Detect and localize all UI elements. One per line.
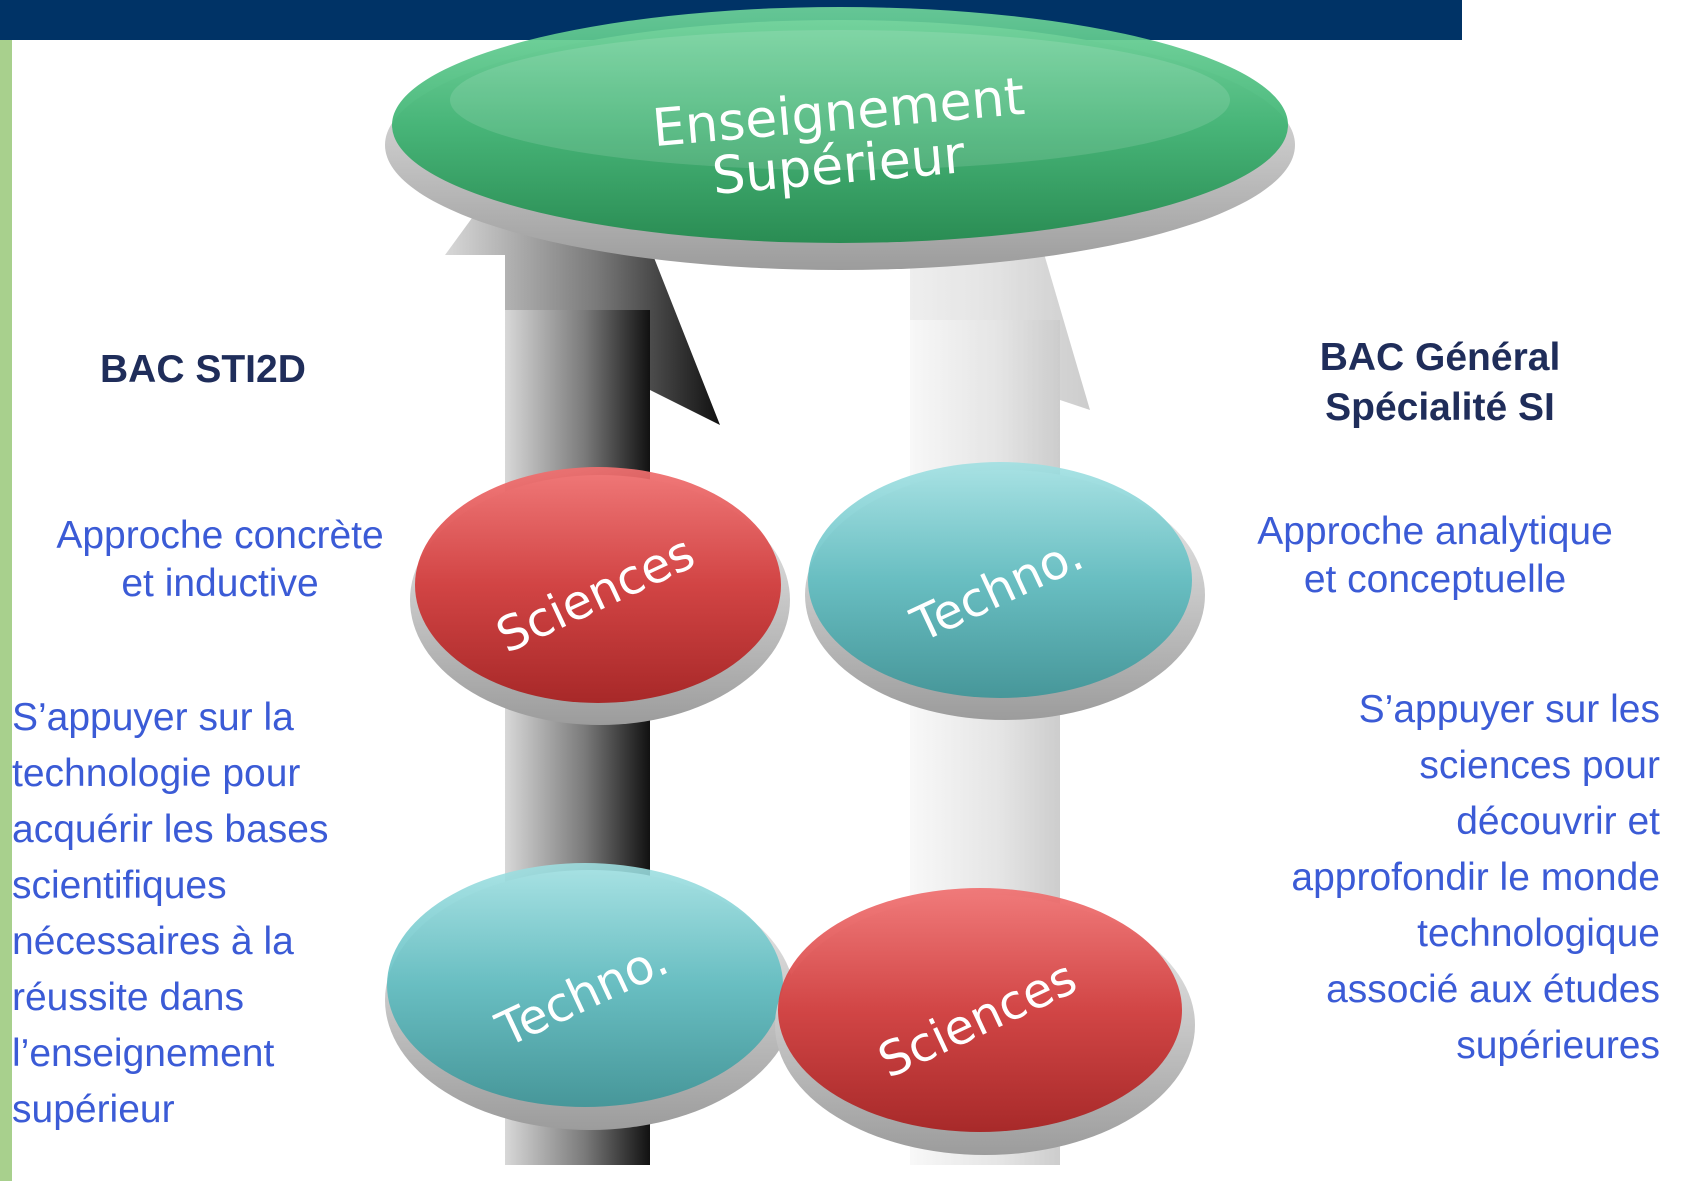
right-heading-line1: BAC Général [1319, 336, 1561, 379]
right-approach-line2: et conceptuelle [1303, 558, 1567, 601]
right-desc-line: supérieures [1456, 1024, 1660, 1067]
right-desc-line: associé aux études [1326, 968, 1660, 1011]
upper-left-sciences-disc: Sciences [410, 467, 790, 725]
left-desc-line: technologie pour [12, 752, 301, 795]
right-track-heading: BAC Général Spécialité SI [1230, 333, 1650, 433]
left-track-heading: BAC STI2D [100, 348, 306, 391]
left-desc-line: S’appuyer sur la [12, 696, 294, 739]
right-approach-text: Approche analytique et conceptuelle [1225, 508, 1645, 604]
left-approach-text: Approche concrète et inductive [10, 512, 430, 608]
left-desc-line: l’enseignement [12, 1032, 275, 1075]
left-desc-line: nécessaires à la [12, 920, 294, 963]
upper-right-techno-disc: Techno. [805, 462, 1205, 720]
side-accent-band [0, 40, 12, 1181]
left-description: S’appuyer sur la technologie pour acquér… [12, 690, 392, 1138]
right-heading-line2: Spécialité SI [1325, 386, 1555, 429]
right-desc-line: S’appuyer sur les [1358, 688, 1660, 731]
left-approach-line2: et inductive [121, 562, 319, 605]
right-desc-line: technologique [1417, 912, 1660, 955]
left-desc-line: scientifiques [12, 864, 227, 907]
right-desc-line: sciences pour [1419, 744, 1660, 787]
right-desc-line: découvrir et [1456, 800, 1660, 843]
right-description: S’appuyer sur les sciences pour découvri… [1160, 682, 1660, 1074]
lower-left-techno-disc: Techno. [385, 863, 795, 1130]
higher-education-disc: Enseignement Supérieur [385, 7, 1295, 270]
right-approach-line1: Approche analytique [1257, 510, 1613, 553]
left-desc-line: supérieur [12, 1088, 175, 1131]
right-desc-line: approfondir le monde [1291, 856, 1660, 899]
left-desc-line: acquérir les bases [12, 808, 329, 851]
left-desc-line: réussite dans [12, 976, 244, 1019]
left-approach-line1: Approche concrète [56, 514, 384, 557]
lower-right-sciences-disc: Sciences [775, 888, 1195, 1155]
